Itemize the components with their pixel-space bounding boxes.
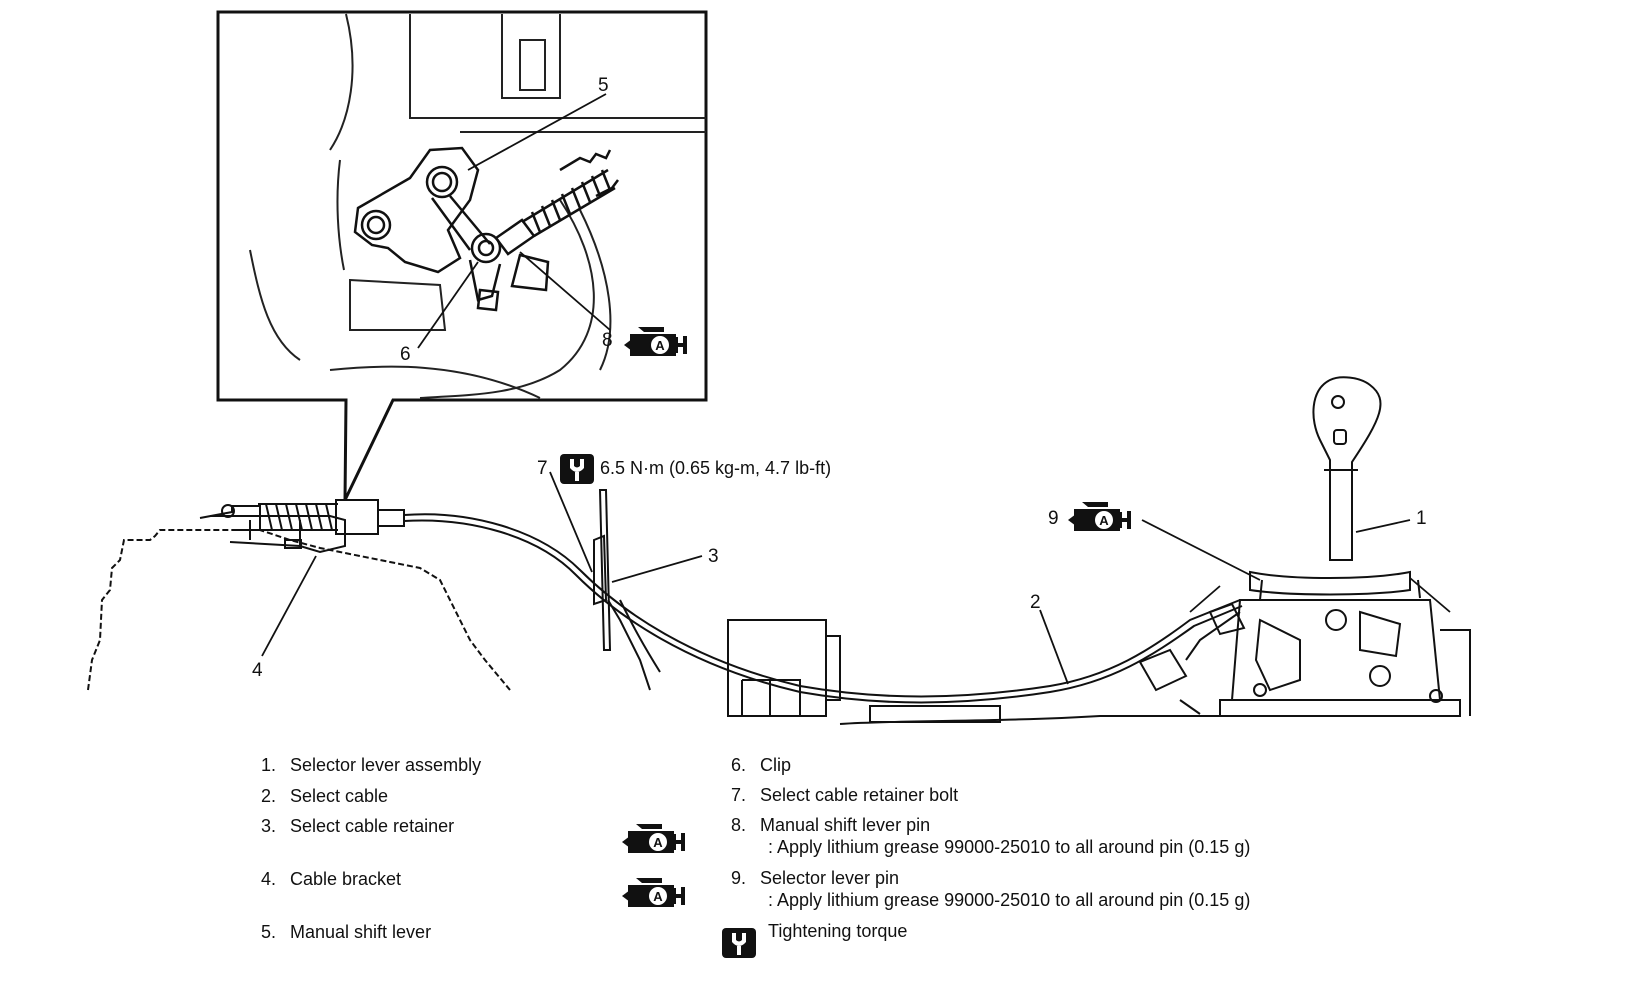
legend-item: 9.Selector lever pin <box>730 868 900 888</box>
legend-item: 6.Clip <box>730 755 792 775</box>
leader-2 <box>1039 609 1069 685</box>
callout-6: 6 <box>400 344 411 365</box>
leader-7 <box>549 471 593 573</box>
leader-1 <box>1355 519 1411 533</box>
leader-6 <box>417 261 479 349</box>
callout-7: 7 <box>537 458 548 479</box>
legend-note: : Apply lithium grease 99000-25010 to al… <box>768 890 1251 910</box>
callout-8: 8 <box>602 330 613 351</box>
grease-gun-icon <box>1067 501 1132 532</box>
callout-5: 5 <box>598 75 609 96</box>
leader-3 <box>611 555 703 583</box>
detail-inset: 5 6 8 <box>216 10 708 501</box>
legend-item: 1.Selector lever assembly <box>260 755 482 775</box>
main-assembly <box>87 376 1471 725</box>
legend-item: 5.Manual shift lever <box>260 922 432 942</box>
leader-4 <box>261 555 317 657</box>
legend-item: 4.Cable bracket <box>260 869 402 889</box>
leader-5 <box>467 93 607 171</box>
legend-item: 3.Select cable retainer <box>260 816 455 836</box>
torque-spec: 6.5 N·m (0.65 kg-m, 4.7 lb-ft) <box>600 458 831 478</box>
leader-8 <box>519 251 611 331</box>
callout-4: 4 <box>252 660 263 681</box>
grease-gun-icon <box>621 823 686 854</box>
legend-note: : Apply lithium grease 99000-25010 to al… <box>768 837 1251 857</box>
legend-item: 2.Select cable <box>260 786 389 806</box>
callout-9: 9 <box>1048 508 1059 529</box>
callout-3: 3 <box>708 546 719 567</box>
torque-wrench-icon <box>722 928 756 958</box>
legend-item: 7.Select cable retainer bolt <box>730 785 959 805</box>
torque-legend-label: Tightening torque <box>768 921 908 941</box>
callout-1: 1 <box>1416 508 1427 529</box>
legend-item: 8.Manual shift lever pin <box>730 815 931 835</box>
grease-gun-icon <box>621 877 686 908</box>
torque-wrench-icon <box>560 454 594 484</box>
callout-2: 2 <box>1030 592 1041 613</box>
leader-9 <box>1141 519 1261 581</box>
